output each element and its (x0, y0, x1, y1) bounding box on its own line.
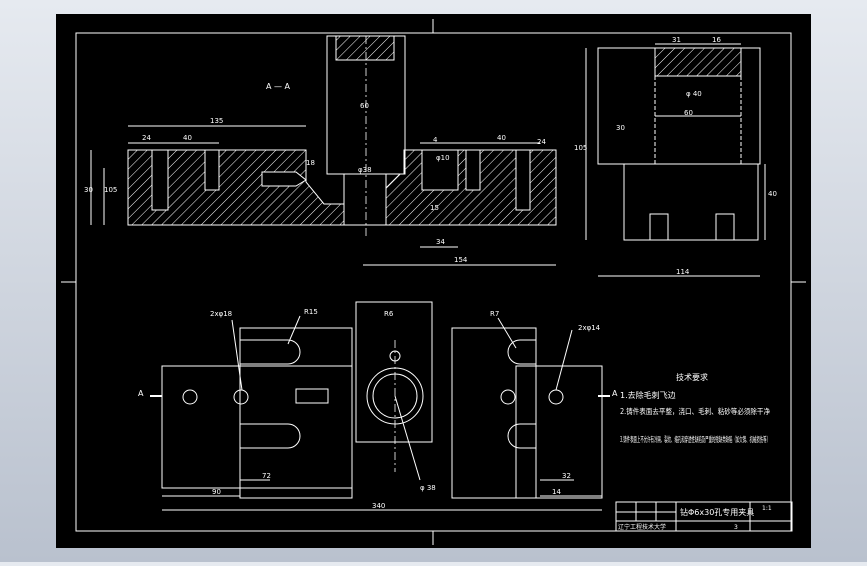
leader-line (231, 319, 243, 391)
left-slot-top (240, 339, 301, 365)
drawing-sheet (56, 14, 811, 548)
section-marker-left: A (138, 389, 144, 398)
leader-line (555, 329, 573, 391)
plan-right-block (515, 365, 603, 499)
plan-right-jaw (451, 327, 537, 499)
notes-heading: 技术要求 (676, 372, 708, 382)
side-slot (649, 213, 669, 241)
section-label: A — A (266, 82, 291, 91)
note-item-3: 3.铸件表面上不允许有冷隔、裂纹、缩孔和穿透性缺陷及严重的残缺类缺陷（如欠铸、机… (620, 434, 770, 444)
dim-text: 40 (497, 134, 506, 142)
dim-text: 2xφ18 (210, 310, 232, 318)
pin-detail (261, 171, 307, 187)
dim-text: 90 (212, 488, 221, 496)
dim-text: R6 (384, 310, 394, 318)
dim-text: φ10 (436, 154, 450, 162)
scale: 1:1 (762, 505, 772, 512)
drawing-title: 钻Φ6x30孔专用夹具 (680, 507, 754, 517)
plan-dims: 2xφ18 R15 R6 R7 2xφ14 φ 38 72 90 340 32 … (210, 308, 601, 510)
school-name: 辽宁工程技术大学 (618, 523, 666, 531)
technical-notes: 技术要求 1.去除毛刺飞边 2.铸件表面去平整，浇口、毛刺、粘砂等必须除干净 3… (620, 372, 770, 444)
dim-text: φ 38 (420, 484, 436, 492)
left-hole-1 (151, 149, 169, 211)
right-slot-bottom (507, 423, 536, 449)
right-hole-1 (465, 149, 481, 191)
plan-pin (295, 388, 329, 404)
dim-text: 24 (537, 138, 546, 146)
dim-text: 24 (142, 134, 151, 142)
section-dims: 24 40 135 60 φ38 4 40 24 φ10 18 30 15 34… (84, 102, 546, 264)
dim-text: 340 (372, 502, 385, 510)
dim-text: 18 (306, 159, 315, 167)
dim-text: φ 40 (686, 90, 702, 98)
left-slot-bottom (240, 423, 301, 449)
side-bushing (654, 47, 742, 77)
section-marker-right: A (612, 389, 618, 398)
right-recess (421, 149, 459, 191)
side-slot (715, 213, 735, 241)
left-block-section (127, 149, 345, 226)
plan-view: A A (138, 301, 618, 511)
dim-text: 40 (768, 190, 777, 198)
left-hole-2 (204, 149, 220, 191)
dim-text: 34 (436, 238, 445, 246)
dim-text: 72 (262, 472, 271, 480)
dim-text: 154 (454, 256, 468, 264)
note-item-2: 2.铸件表面去平整，浇口、毛刺、粘砂等必须除干净 (620, 406, 770, 416)
dim-text: 135 (210, 117, 223, 125)
section-view: A — A (90, 35, 557, 266)
dim-text: 2xφ14 (578, 324, 601, 332)
right-hole-plan (500, 389, 516, 405)
title-block (615, 501, 793, 532)
dim-text: 4 (433, 136, 438, 144)
dim-text: 16 (712, 36, 721, 44)
plan-left-jaw (239, 327, 353, 499)
dim-text: 60 (360, 102, 369, 110)
dim-text: 32 (562, 472, 571, 480)
leader-line (497, 317, 517, 349)
dim-text: 40 (183, 134, 192, 142)
leader-line (394, 395, 421, 481)
dim-text: 114 (676, 268, 690, 276)
right-slot-top (507, 339, 536, 365)
right-hole-2 (515, 149, 531, 211)
sheet-number: 3 (734, 524, 738, 531)
title-block-text: 钻Φ6x30孔专用夹具 辽宁工程技术大学 1:1 3 (618, 505, 772, 531)
left-hole-plan (182, 389, 198, 405)
side-view (585, 43, 766, 277)
drill-bushing (335, 35, 395, 61)
plan-center-plate (355, 301, 433, 443)
dim-text: 30 (616, 124, 625, 132)
dim-text: 105 (104, 186, 117, 194)
dim-text: 30 (84, 186, 93, 194)
dim-text: 105 (574, 144, 587, 152)
dim-text: 14 (552, 488, 561, 496)
leader-line (287, 315, 301, 345)
dim-text: φ38 (358, 166, 372, 174)
dim-text: 60 (684, 109, 693, 117)
dim-text: R7 (490, 310, 499, 318)
dim-text: 15 (430, 204, 439, 212)
note-item-1: 1.去除毛刺飞边 (620, 390, 676, 400)
dim-text: R15 (304, 308, 318, 316)
side-dims: 31 16 φ 40 60 30 105 40 114 (574, 36, 777, 276)
dim-text: 31 (672, 36, 681, 44)
title-block-frame (615, 501, 793, 532)
left-hole-plan (233, 389, 249, 405)
side-base (623, 163, 759, 241)
